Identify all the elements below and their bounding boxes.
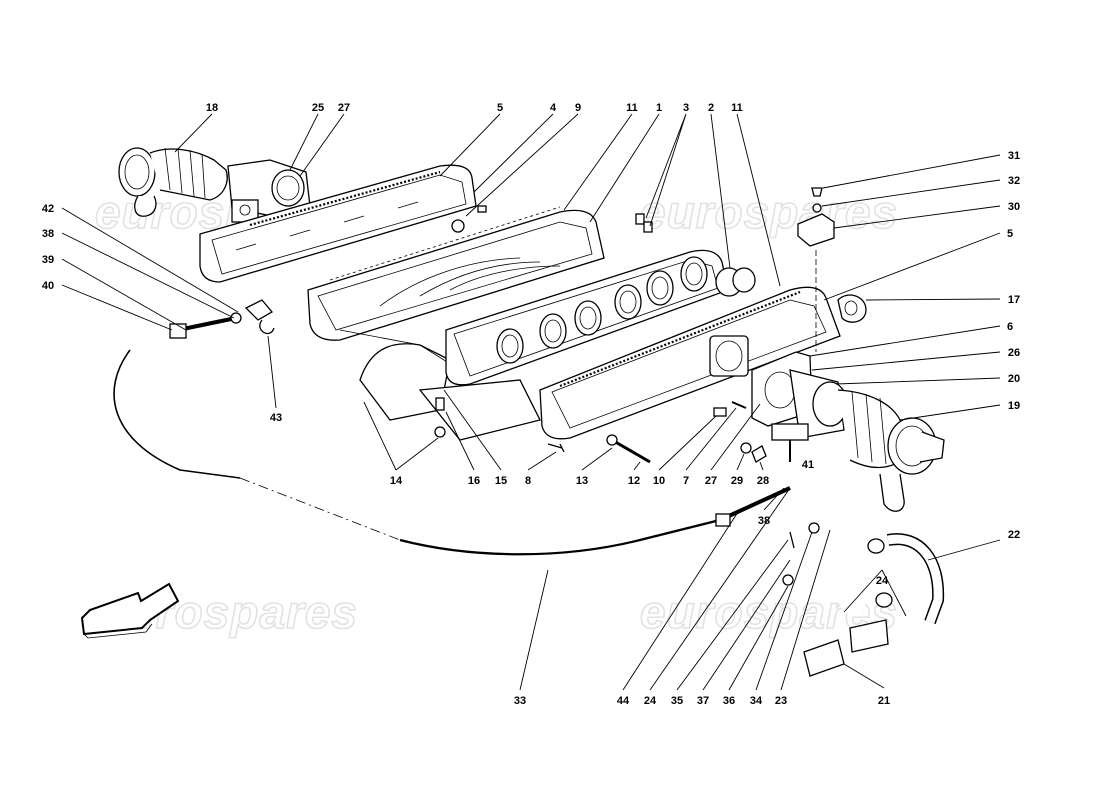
callout-27-top: 27 [338,102,350,114]
callout-9: 9 [575,102,581,114]
callout-5-top: 5 [497,102,503,114]
callout-7: 7 [683,475,689,487]
callout-37: 37 [697,695,709,707]
callout-11-right: 11 [731,102,743,114]
callout-14: 14 [390,475,403,487]
callout-11-left: 11 [626,102,638,114]
callout-10: 10 [653,475,665,487]
callout-21: 21 [878,695,890,707]
callout-38-left: 38 [42,228,54,240]
callout-labels: 18 25 27 5 4 9 11 1 3 2 11 31 32 30 5 17… [42,102,1020,707]
callout-24-bottom: 24 [644,695,657,707]
callout-42: 42 [42,203,54,215]
callout-15: 15 [495,475,507,487]
part-right-manifold [445,249,729,386]
callout-32: 32 [1008,175,1020,187]
watermark-top-right: eurospares [640,186,898,238]
callout-43: 43 [270,412,282,424]
callout-33: 33 [514,695,526,707]
callout-18: 18 [206,102,218,114]
callout-8: 8 [525,475,531,487]
callout-2: 2 [708,102,714,114]
part-throttle-assembly-right [751,351,945,512]
callout-44: 44 [617,695,630,707]
callout-20: 20 [1008,373,1020,385]
callout-35: 35 [671,695,683,707]
callout-17: 17 [1008,294,1020,306]
part-lower-hose-assembly [782,488,945,677]
part-intake-manifold [307,206,605,441]
front-direction-arrow-icon [80,582,180,639]
leader-lines [61,113,1001,691]
callout-34: 34 [750,695,763,707]
callout-41: 41 [802,459,814,471]
callout-12: 12 [628,475,640,487]
callout-19: 19 [1008,400,1020,412]
callout-5-right: 5 [1007,228,1013,240]
callout-29: 29 [731,475,743,487]
callout-40: 40 [42,280,54,292]
callout-1: 1 [656,102,662,114]
callout-30: 30 [1008,201,1020,213]
callout-24-right: 24 [876,575,889,587]
part-fasteners [434,205,767,464]
part-sensor-group [797,187,867,352]
callout-22: 22 [1008,529,1020,541]
callout-28: 28 [757,475,769,487]
callout-23: 23 [775,695,787,707]
callout-36: 36 [723,695,735,707]
part-connecting-sleeve [715,267,756,297]
callout-38-bottom: 38 [758,515,770,527]
part-throttle-cable [113,349,791,556]
callout-26: 26 [1008,347,1020,359]
callout-39: 39 [42,254,54,266]
part-air-inlet-hose [118,147,228,217]
callout-3: 3 [683,102,689,114]
manifold-ports [496,256,708,364]
callout-25: 25 [312,102,324,114]
callout-27-bottom: 27 [705,475,717,487]
callout-31: 31 [1008,150,1020,162]
callout-6: 6 [1007,321,1013,333]
callout-13: 13 [576,475,588,487]
part-cable-fitting [169,299,275,339]
callout-4: 4 [550,102,557,114]
callout-16: 16 [468,475,480,487]
part-left-cover-plate [199,164,477,283]
part-throttle-body [227,159,311,223]
part-right-cover-plate [539,286,841,440]
